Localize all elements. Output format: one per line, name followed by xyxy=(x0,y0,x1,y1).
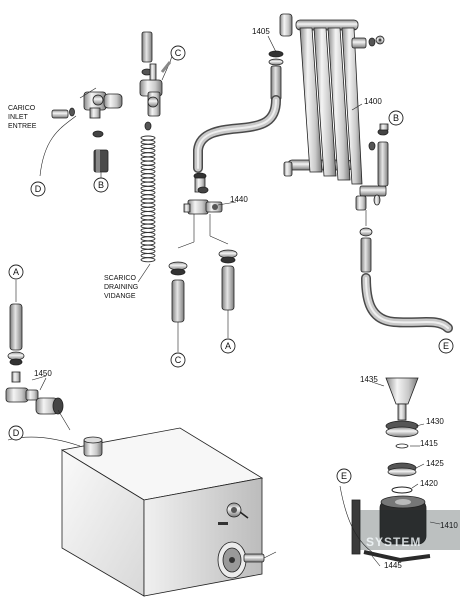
inlet-column-1450 xyxy=(5,280,71,431)
spring-coil-turn xyxy=(140,198,156,204)
drain-spring-assembly xyxy=(139,31,173,263)
connector-d-left: D xyxy=(30,181,46,197)
connector-d-bottom: D xyxy=(8,425,24,441)
label-1415: 1415 xyxy=(420,439,438,448)
connector-e-pump: E xyxy=(336,468,352,484)
connector-d-left-label: D xyxy=(35,184,42,194)
connector-e-right-label: E xyxy=(443,341,449,351)
connector-d-bottom-label: D xyxy=(13,428,20,438)
spring-coil-turn xyxy=(140,227,156,233)
label-1440: 1440 xyxy=(230,195,248,204)
spring-coil-turn xyxy=(140,223,156,229)
spring-coil-turn xyxy=(140,152,156,158)
spring-coil-turn xyxy=(140,206,156,212)
connector-c-bottom: C xyxy=(170,352,186,368)
spring-coil-turn xyxy=(140,202,156,208)
valve-1440 xyxy=(183,172,237,215)
connector-a-bottom-label: A xyxy=(225,341,231,351)
spring-coil-turn xyxy=(140,164,156,170)
label-1420: 1420 xyxy=(420,479,438,488)
spring-coil-turn xyxy=(140,177,156,183)
spring-coil-turn xyxy=(140,211,156,217)
spring-coil-turn xyxy=(140,236,156,242)
label-1425: 1425 xyxy=(426,459,444,468)
spring-coil-turn xyxy=(140,173,156,179)
label-1405: 1405 xyxy=(252,27,270,36)
connector-c-top: C xyxy=(170,45,186,61)
watermark-text: SYSTEM xyxy=(366,535,421,549)
spring-coil-turn xyxy=(140,257,156,263)
spring-coil-turn xyxy=(140,156,156,162)
inlet-caption-line: CARICO xyxy=(8,105,36,112)
connector-b-left: B xyxy=(93,177,109,193)
top-right-fittings xyxy=(368,35,389,206)
spring-coil-turn xyxy=(140,143,156,149)
connector-c-top-label: C xyxy=(175,48,182,58)
pump-assembly xyxy=(339,377,441,563)
spring-coil xyxy=(140,135,156,263)
spring-coil-turn xyxy=(140,194,156,200)
watermark-logo: SYSTEM xyxy=(360,510,460,550)
spring-coil-turn xyxy=(140,219,156,225)
drain-branch-hoses xyxy=(168,214,238,352)
spring-coil-turn xyxy=(140,160,156,166)
label-1400: 1400 xyxy=(364,97,382,106)
drain-caption-line: SCARICO xyxy=(104,275,136,282)
spring-coil-turn xyxy=(140,148,156,154)
spring-coil-turn xyxy=(140,232,156,238)
inlet-caption-line: INLET xyxy=(8,114,29,121)
connector-a-left: A xyxy=(8,264,24,280)
connector-b-right: B xyxy=(388,110,404,126)
spring-coil-turn xyxy=(140,244,156,250)
drain-caption-line: VIDANGE xyxy=(104,293,136,300)
label-1450: 1450 xyxy=(34,369,52,378)
leader-lines xyxy=(39,35,425,567)
drain-caption: SCARICO DRAINING VIDANGE xyxy=(104,263,151,300)
spring-coil-turn xyxy=(140,253,156,259)
spring-coil-turn xyxy=(140,169,156,175)
connector-e-right: E xyxy=(438,338,454,354)
spring-coil-turn xyxy=(140,190,156,196)
inlet-valve xyxy=(39,87,123,178)
inlet-caption: CARICO INLET ENTREE xyxy=(8,105,37,130)
label-1430: 1430 xyxy=(426,417,444,426)
spring-coil-turn xyxy=(140,181,156,187)
connector-b-right-label: B xyxy=(393,113,399,123)
label-1435: 1435 xyxy=(360,375,378,384)
connector-c-bottom-label: C xyxy=(175,355,182,365)
hose-1405 xyxy=(268,50,284,101)
spring-coil-turn xyxy=(140,215,156,221)
spring-coil-turn xyxy=(140,248,156,254)
spring-coil-turn xyxy=(140,240,156,246)
connector-e-pump-label: E xyxy=(341,471,347,481)
spring-coil-turn xyxy=(140,185,156,191)
connector-a-bottom: A xyxy=(220,338,236,354)
steam-generator-tank xyxy=(7,427,277,597)
spring-coil-turn xyxy=(140,135,156,141)
label-1410: 1410 xyxy=(440,521,458,530)
drain-caption-line: DRAINING xyxy=(104,284,138,291)
label-1445: 1445 xyxy=(384,561,402,570)
connector-b-left-label: B xyxy=(98,180,104,190)
drain-hose-e xyxy=(359,210,453,333)
heat-exchanger-1400 xyxy=(279,13,387,211)
spring-coil-turn xyxy=(140,139,156,145)
inlet-caption-line: ENTREE xyxy=(8,123,37,130)
connector-a-left-label: A xyxy=(13,267,19,277)
